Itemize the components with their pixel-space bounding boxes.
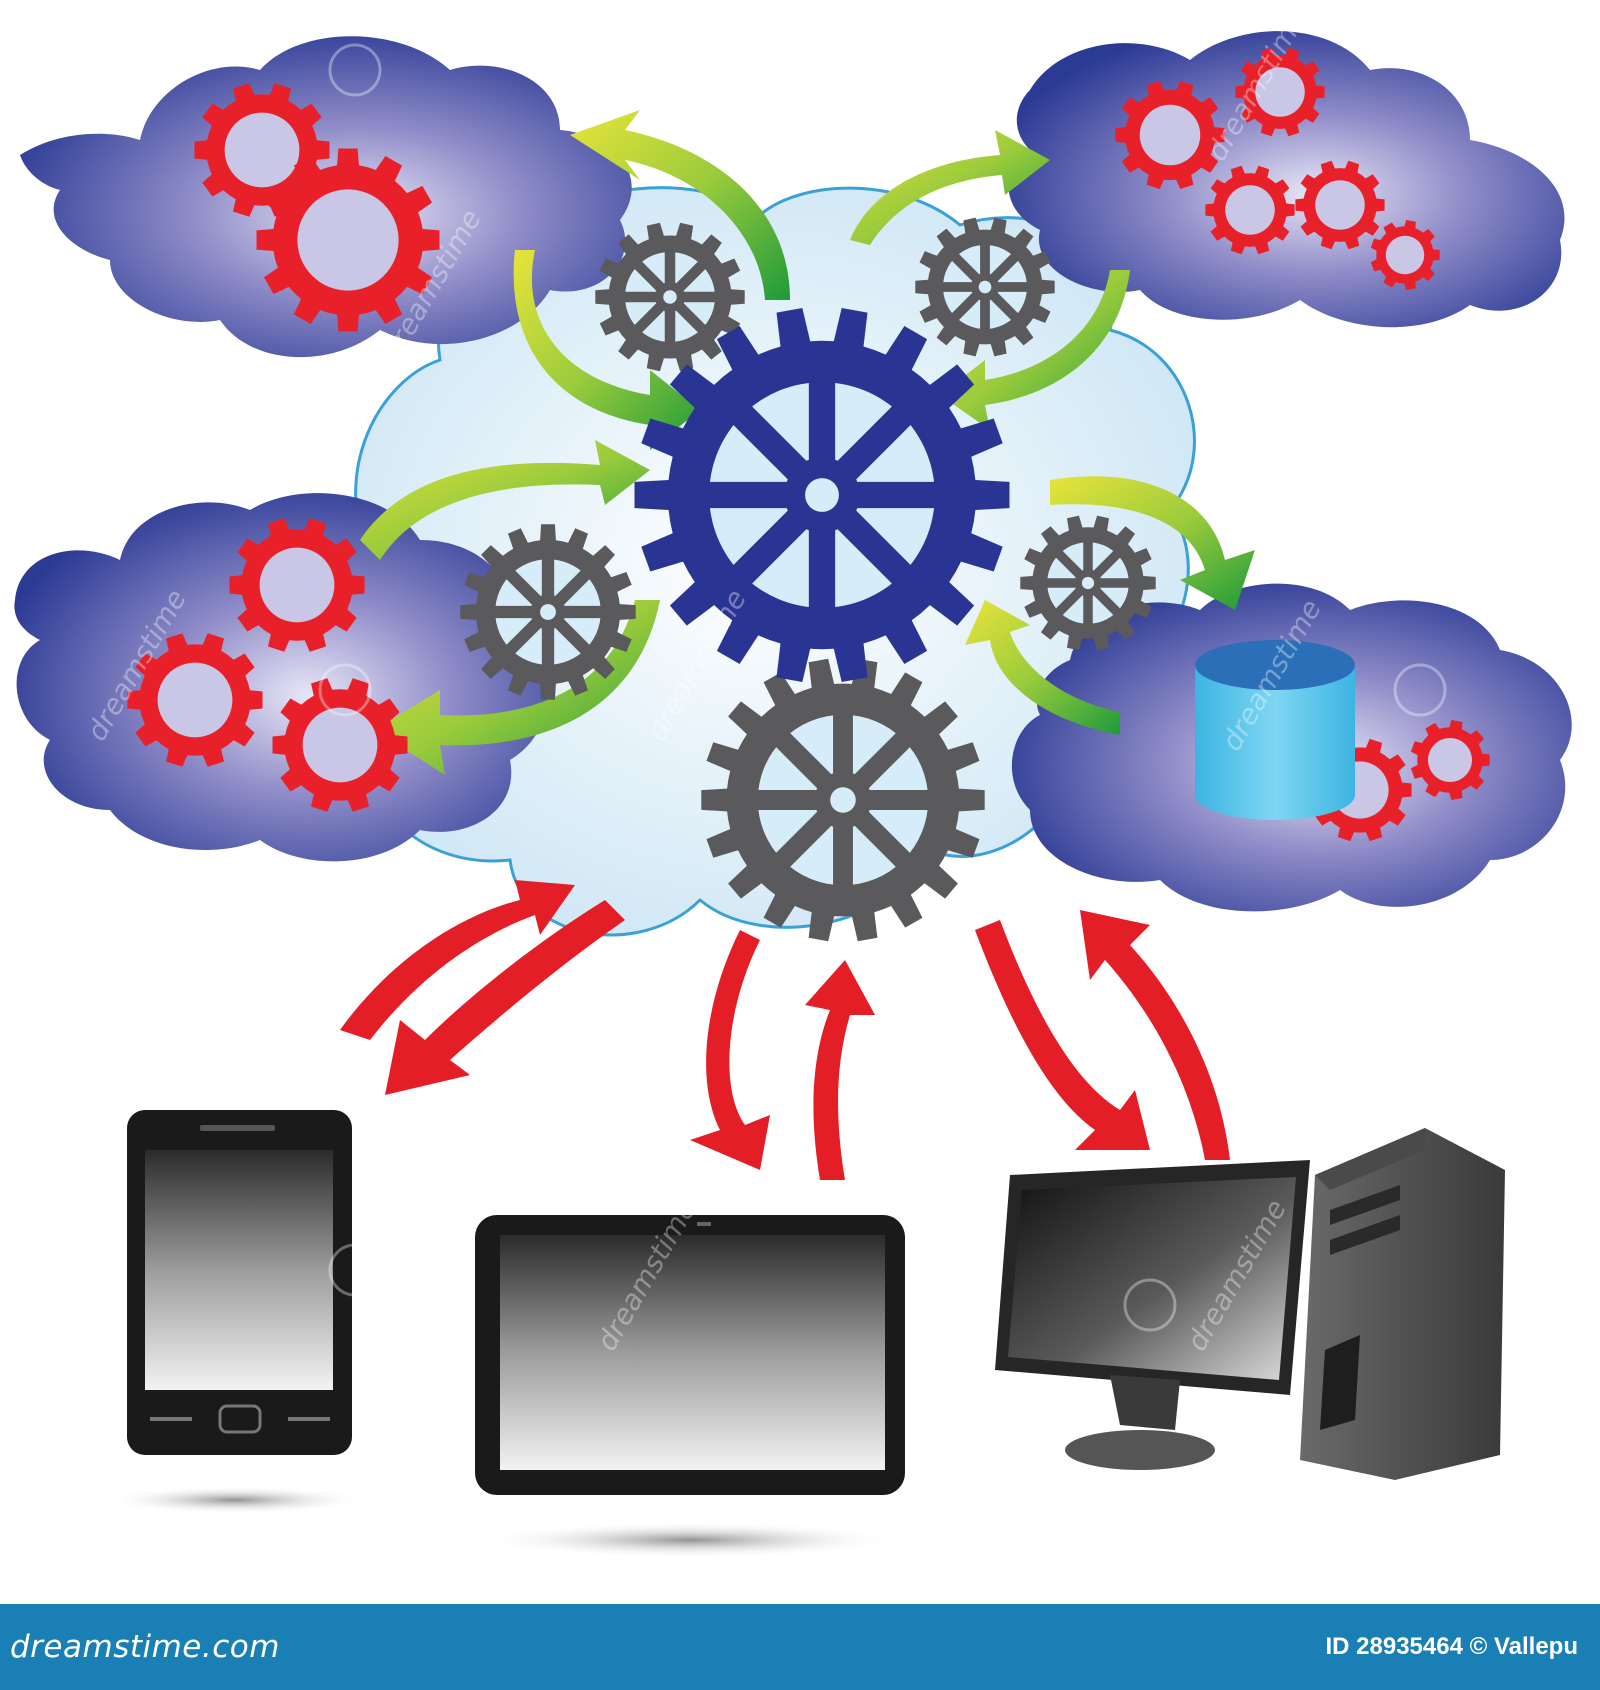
stock-id-credit: ID 28935464 © Vallepu bbox=[1325, 1633, 1578, 1660]
arrow-icon bbox=[375, 600, 660, 775]
cloud-icon bbox=[14, 493, 548, 862]
gear-icon bbox=[915, 217, 1055, 357]
arrow-icon bbox=[965, 600, 1120, 735]
gear-icon bbox=[1370, 220, 1440, 290]
arrow-icon bbox=[385, 900, 625, 1095]
smartphone-icon bbox=[127, 1110, 352, 1455]
arrow-icon bbox=[1050, 476, 1255, 610]
gear-icon bbox=[272, 678, 408, 812]
gear-icon bbox=[127, 633, 263, 767]
gear-icon bbox=[1295, 160, 1385, 250]
gear-icon bbox=[1020, 515, 1156, 651]
gear-icon bbox=[701, 658, 985, 942]
gear-icon bbox=[460, 524, 636, 700]
gear-icon bbox=[1410, 720, 1490, 800]
database-icon bbox=[1195, 640, 1355, 820]
brand-logo-text[interactable]: dreamstime.com bbox=[10, 1629, 280, 1665]
device-shadow bbox=[480, 1522, 900, 1558]
footer-bar: dreamstime.com ID 28935464 © Vallepu bbox=[0, 1604, 1600, 1690]
desktop-computer-icon bbox=[995, 1128, 1505, 1480]
gear-icon bbox=[1235, 47, 1325, 137]
arrow-icon bbox=[850, 130, 1050, 245]
gear-icon bbox=[1205, 165, 1295, 255]
arrow-icon bbox=[690, 930, 770, 1170]
gear-icon bbox=[229, 518, 365, 652]
gear-icon bbox=[256, 148, 440, 332]
arrow-icon bbox=[360, 440, 650, 560]
gear-icon bbox=[194, 83, 330, 217]
device-shadow bbox=[105, 1486, 365, 1514]
arrow-icon bbox=[340, 880, 575, 1040]
arrow-icon bbox=[940, 270, 1130, 430]
arrow-icon bbox=[1080, 910, 1230, 1160]
gear-icon bbox=[595, 222, 745, 372]
cloud-computing-illustration bbox=[14, 31, 1572, 1558]
arrow-icon bbox=[805, 960, 875, 1180]
watermark-rings bbox=[318, 43, 1447, 1332]
gear-icon bbox=[634, 308, 1010, 682]
gear-icon bbox=[1115, 81, 1225, 189]
green-arrows bbox=[360, 110, 1255, 775]
arrow-icon bbox=[975, 920, 1150, 1150]
arrow-icon bbox=[570, 110, 790, 300]
red-arrows bbox=[340, 880, 1230, 1180]
arrow-icon bbox=[513, 250, 700, 450]
tablet-icon bbox=[475, 1215, 905, 1495]
